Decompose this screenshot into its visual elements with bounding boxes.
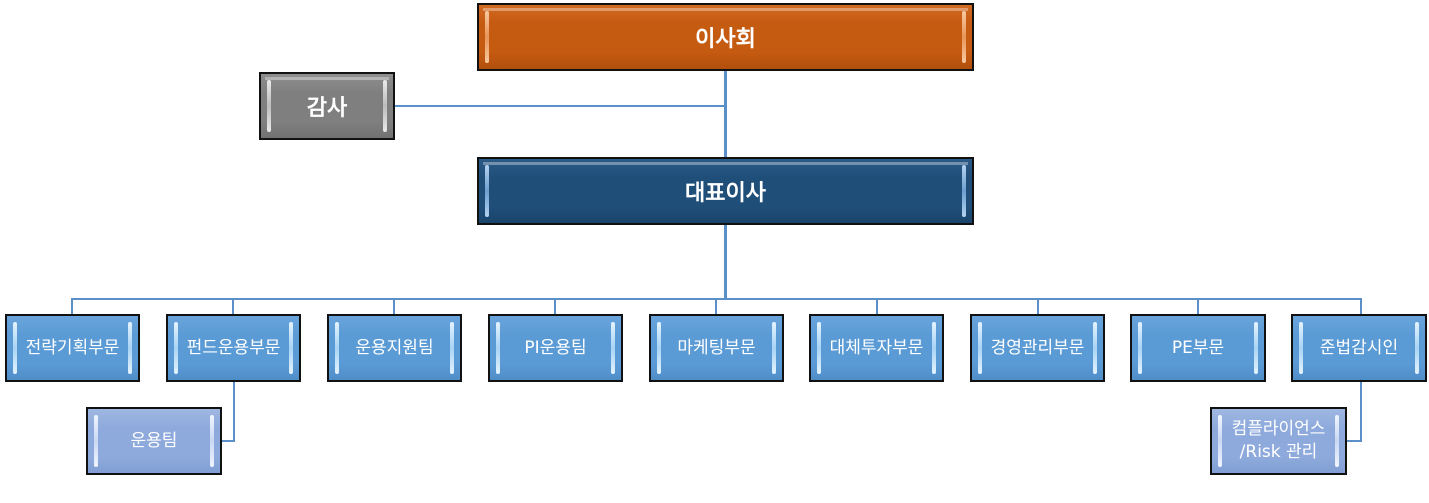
connector-ceo-to-bus xyxy=(724,224,727,300)
connector-dept-1 xyxy=(71,298,73,314)
connector-dept-4 xyxy=(554,298,556,314)
department-box-alternative-investment[interactable]: 대체투자부문 xyxy=(809,314,944,382)
department-label: 전략기획부문 xyxy=(25,337,120,358)
connector-compliance-h xyxy=(1346,440,1362,442)
department-box-marketing[interactable]: 마케팅부문 xyxy=(649,314,784,382)
department-box-strategy[interactable]: 전략기획부문 xyxy=(5,314,140,382)
connector-dept-8 xyxy=(1197,298,1199,314)
department-label: PE부문 xyxy=(1171,337,1225,358)
department-label: PI운용팀 xyxy=(524,337,587,358)
bevel-highlight xyxy=(265,77,389,80)
department-box-management[interactable]: 경영관리부문 xyxy=(970,314,1105,382)
sub-team-box-compliance-risk[interactable]: 컴플라이언스 /Risk 관리 xyxy=(1210,407,1347,475)
sub-team-label: 컴플라이언스 /Risk 관리 xyxy=(1231,419,1326,462)
connector-dept-3 xyxy=(393,298,395,314)
sub-team-label: 운용팀 xyxy=(130,430,178,451)
connector-dept-7 xyxy=(1037,298,1039,314)
department-box-pe[interactable]: PE부문 xyxy=(1130,314,1266,382)
department-box-fund-management[interactable]: 펀드운용부문 xyxy=(166,314,301,382)
department-box-pi[interactable]: PI운용팀 xyxy=(488,314,623,382)
connector-dept-2 xyxy=(232,298,234,314)
ceo-label: 대표이사 xyxy=(685,181,766,206)
department-label: 준법감시인 xyxy=(1319,337,1399,358)
department-box-operations-support[interactable]: 운용지원팀 xyxy=(327,314,462,382)
connector-compliance-v xyxy=(1360,381,1362,442)
department-label: 대체투자부문 xyxy=(829,337,924,358)
board-of-directors-box[interactable]: 이사회 xyxy=(477,3,974,71)
connector-dept-9 xyxy=(1360,298,1362,314)
ceo-box[interactable]: 대표이사 xyxy=(477,157,974,225)
sub-team-box-operations[interactable]: 운용팀 xyxy=(86,407,222,475)
department-label: 펀드운용부문 xyxy=(186,337,281,358)
connector-auditor xyxy=(394,105,725,107)
connector-dept-5 xyxy=(715,298,717,314)
board-label: 이사회 xyxy=(695,27,756,52)
bevel-highlight xyxy=(483,8,968,11)
auditor-label: 감사 xyxy=(306,96,348,121)
connector-board-to-ceo xyxy=(724,70,727,157)
connector-fund-to-team-v xyxy=(233,381,235,442)
bevel-highlight xyxy=(483,162,968,165)
department-label: 경영관리부문 xyxy=(990,337,1085,358)
auditor-box[interactable]: 감사 xyxy=(259,72,395,140)
connector-dept-6 xyxy=(876,298,878,314)
department-label: 운용지원팀 xyxy=(355,337,434,358)
department-label: 마케팅부문 xyxy=(677,337,756,358)
connector-fund-to-team-h xyxy=(221,440,235,442)
department-box-compliance-officer[interactable]: 준법감시인 xyxy=(1291,314,1427,382)
